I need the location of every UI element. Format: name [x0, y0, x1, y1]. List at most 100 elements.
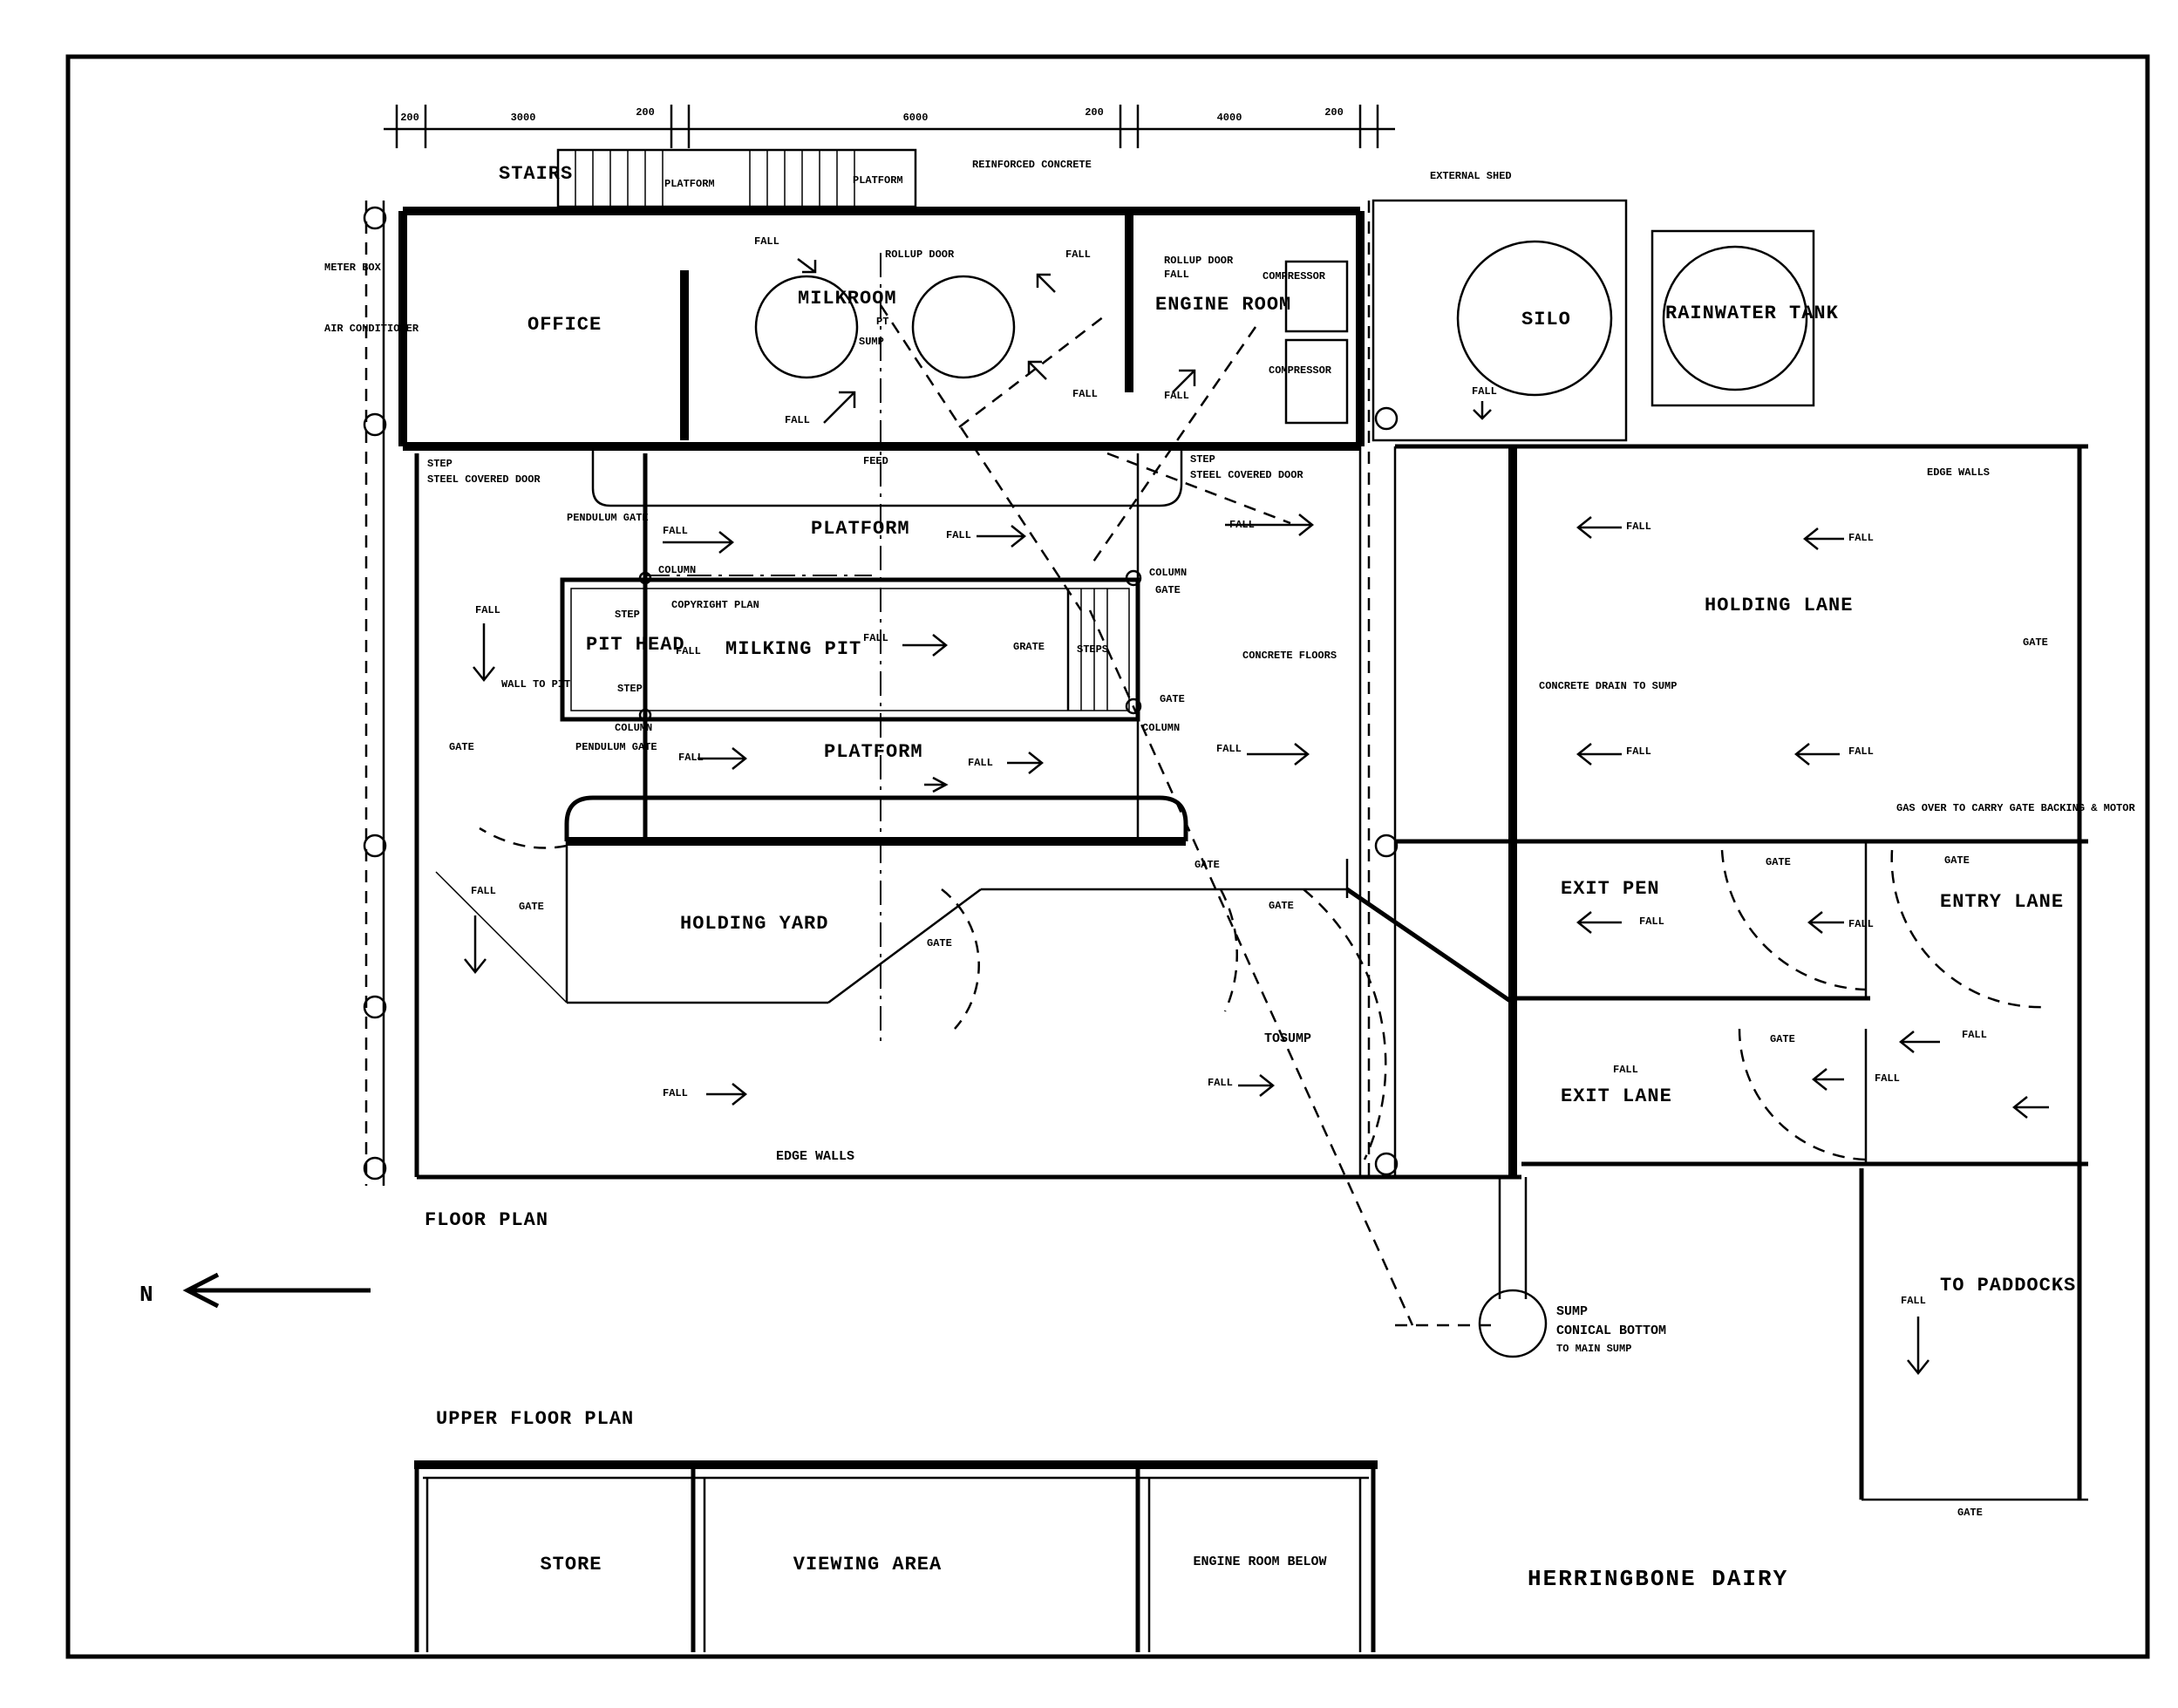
- exit-pen-label: EXIT PEN: [1561, 878, 1660, 900]
- dim-200-b: 200: [636, 106, 655, 119]
- fall-arrow-3: [1247, 743, 1310, 766]
- svg-text:FALL: FALL: [1848, 532, 1874, 544]
- dim-3000: 3000: [511, 112, 536, 124]
- svg-text:GATE: GATE: [1770, 1033, 1795, 1045]
- feed-label: FEED: [863, 455, 888, 467]
- svg-text:FALL: FALL: [676, 645, 701, 657]
- svg-text:FALL: FALL: [1626, 521, 1651, 533]
- svg-text:FALL: FALL: [1216, 743, 1242, 755]
- fall-arrow-19: [698, 747, 748, 770]
- fall-tags: FALL FALL FALL FALL FALL FALL FALL FALL …: [471, 235, 1987, 1307]
- svg-text:FALL: FALL: [1472, 385, 1497, 398]
- platform-bottom-label: PLATFORM: [824, 741, 923, 763]
- fall-arrow-1: [663, 531, 735, 554]
- platform-label-2: PLATFORM: [853, 174, 903, 187]
- svg-text:FALL: FALL: [1072, 388, 1098, 400]
- dim-4000: 4000: [1217, 112, 1242, 124]
- dim-200-d: 200: [1324, 106, 1344, 119]
- svg-text:FALL: FALL: [1848, 745, 1874, 758]
- holding-lane-label: HOLDING LANE: [1705, 595, 1853, 616]
- svg-text:GATE: GATE: [1766, 856, 1791, 868]
- fall-arrow-27: [1172, 369, 1196, 393]
- rollup-door-label-2: ROLLUP DOOR: [1164, 255, 1234, 267]
- fall-arrow-9: [1793, 743, 1840, 766]
- steel-door-right-label: STEEL COVERED DOOR: [1190, 469, 1303, 481]
- external-shed-label: EXTERNAL SHED: [1430, 170, 1512, 182]
- north-label: N: [140, 1282, 155, 1308]
- concrete-drain-label: CONCRETE DRAIN TO SUMP: [1539, 680, 1677, 692]
- compressor-label-2: COMPRESSOR: [1269, 364, 1332, 377]
- office-label: OFFICE: [527, 314, 602, 336]
- svg-text:FALL: FALL: [1164, 390, 1189, 402]
- svg-text:FALL: FALL: [863, 632, 888, 644]
- sump-label-2: CONICAL BOTTOM: [1556, 1324, 1666, 1338]
- fall-arrow-15: [1907, 1317, 1930, 1376]
- column-markers: [363, 206, 1399, 1181]
- edge-walls-bottom-label: EDGE WALLS: [776, 1149, 854, 1164]
- upper-floor-plan-label: UPPER FLOOR PLAN: [436, 1408, 634, 1430]
- svg-text:FALL: FALL: [1962, 1029, 1987, 1041]
- to-paddocks-label: TO PADDOCKS: [1940, 1275, 2076, 1296]
- copyright-plan-label: COPYRIGHT PLAN: [671, 599, 759, 611]
- fall-arrow-18: [902, 634, 949, 657]
- pit-head-label: PIT HEAD: [586, 634, 685, 656]
- svg-text:FALL: FALL: [1848, 918, 1874, 930]
- sump-label-1: SUMP: [1556, 1304, 1588, 1319]
- platform-label-1: PLATFORM: [664, 178, 715, 190]
- pendulum-gate-top-label: PENDULUM GATE: [567, 512, 649, 524]
- fall-arrow-21: [977, 525, 1027, 548]
- svg-text:FALL: FALL: [968, 757, 993, 769]
- svg-text:FALL: FALL: [663, 1087, 688, 1099]
- fall-arrow-28: [1473, 401, 1492, 420]
- dim-6000: 6000: [903, 112, 929, 124]
- dimension-line: 200 3000 200 6000 200 4000 200: [384, 105, 1395, 148]
- steel-door-left-label: STEEL COVERED DOOR: [427, 473, 541, 486]
- fall-arrow-25: [1036, 273, 1056, 293]
- svg-text:GATE: GATE: [519, 901, 544, 913]
- milk-tank-1: [754, 275, 859, 379]
- reinforced-concrete-label: REINFORCED CONCRETE: [972, 159, 1092, 171]
- center-lines: [645, 253, 881, 1046]
- drawing-title: HERRINGBONE DAIRY: [1528, 1566, 1788, 1592]
- svg-text:GATE: GATE: [1957, 1507, 1983, 1519]
- step-right-label: STEP: [1190, 453, 1215, 466]
- to-sump-label: TOSUMP: [1264, 1031, 1311, 1046]
- fall-arrow-6: [1576, 516, 1622, 539]
- fall-arrow-26: [1027, 360, 1047, 380]
- concrete-floors-label: CONCRETE FLOORS: [1242, 650, 1337, 662]
- svg-text:FALL: FALL: [663, 525, 688, 537]
- fall-arrow-22: [924, 776, 949, 793]
- milkroom-label: MILKROOM: [798, 288, 897, 310]
- svg-text:FALL: FALL: [1208, 1077, 1233, 1089]
- svg-text:FALL: FALL: [946, 529, 971, 541]
- sump-label-3: TO MAIN SUMP: [1556, 1343, 1631, 1355]
- swing-gates: [435, 304, 2045, 1327]
- gate-tags: GATE GATE GATE GATE GATE GATE GATE GATE …: [449, 636, 2048, 1519]
- edge-walls-top-label: EDGE WALLS: [1927, 466, 1990, 479]
- fall-arrow-2: [1225, 514, 1315, 536]
- svg-text:FALL: FALL: [471, 885, 496, 897]
- fall-arrow-5: [464, 915, 487, 975]
- fall-arrow-17: [1238, 1074, 1276, 1097]
- column-label-3: COLUMN: [1142, 722, 1180, 734]
- column-label-2: COLUMN: [1149, 567, 1187, 579]
- rainwater-tank-label: RAINWATER TANK: [1665, 303, 1839, 324]
- rainwater-tank-circle: [1662, 245, 1808, 391]
- plan-titles: FLOOR PLAN UPPER FLOOR PLAN HERRINGBONE …: [425, 1209, 1788, 1592]
- air-conditioner-label: AIR CONDITIONER: [324, 323, 419, 335]
- north-arrow: N: [140, 1272, 371, 1309]
- fall-arrow-8: [1576, 743, 1622, 766]
- fall-arrow-4: [473, 623, 495, 683]
- fall-arrow-13: [1811, 1068, 1844, 1091]
- fall-arrow-24: [823, 391, 856, 424]
- exit-lane-label: EXIT LANE: [1561, 1085, 1672, 1107]
- svg-text:GATE: GATE: [1194, 859, 1220, 871]
- grate-label: GRATE: [1013, 641, 1045, 653]
- sump: SUMP CONICAL BOTTOM TO MAIN SUMP: [1478, 1177, 1666, 1358]
- svg-text:GATE: GATE: [1269, 900, 1294, 912]
- pendulum-gate-bottom-label: PENDULUM GATE: [575, 741, 657, 753]
- svg-text:FALL: FALL: [1065, 248, 1091, 261]
- svg-text:FALL: FALL: [1613, 1064, 1638, 1076]
- fall-arrow-23: [797, 258, 817, 274]
